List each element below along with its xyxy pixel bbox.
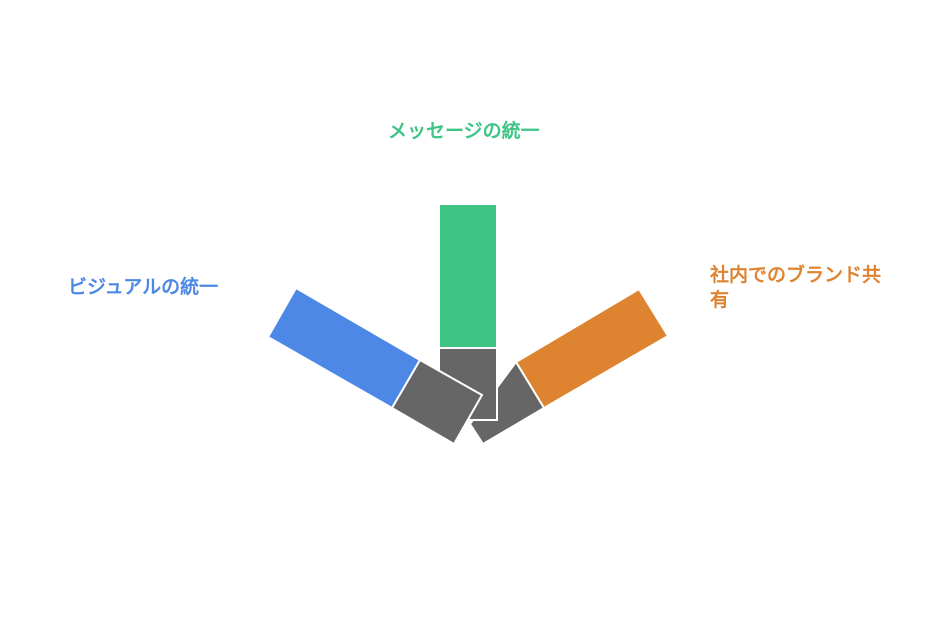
label-message: メッセージの統一 [388, 120, 540, 142]
blade-visual-bar [266, 286, 422, 410]
label-internal: 社内でのブランド共有 [710, 264, 882, 311]
blade-visual [266, 286, 484, 446]
blade-internal-hub [468, 360, 546, 446]
blade-message [438, 203, 498, 421]
blade-internal-bar [514, 287, 670, 410]
blade-message-bar [438, 203, 498, 349]
blade-visual-hub [390, 358, 484, 446]
label-visual: ビジュアルの統一 [68, 276, 219, 298]
blade-internal [468, 287, 670, 446]
